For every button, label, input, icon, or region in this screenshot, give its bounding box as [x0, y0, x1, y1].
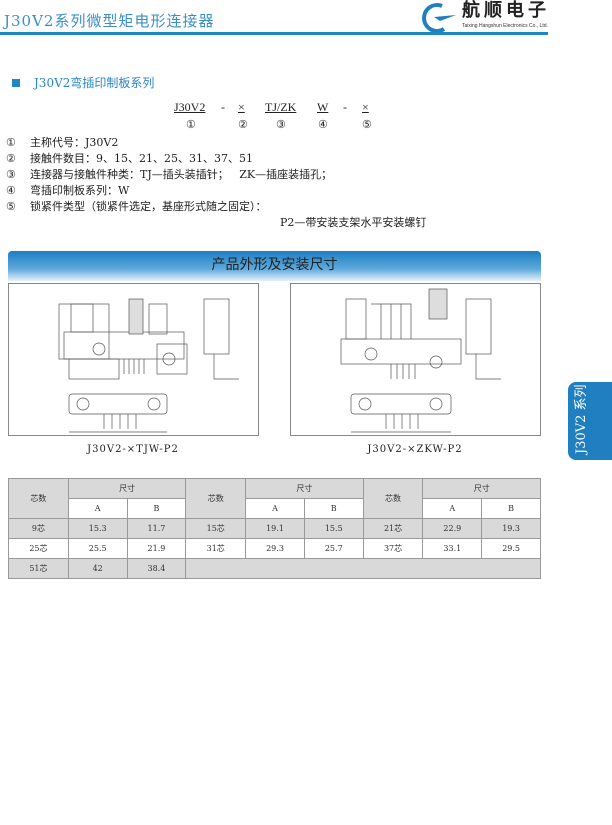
table-cell: 22.9: [422, 518, 483, 539]
header-cores: 芯数: [185, 478, 247, 519]
series-side-tab: J30V2 系列: [568, 382, 612, 460]
table-cell: 25.7: [303, 538, 364, 559]
connector-drawing-icon: [340, 288, 501, 433]
code-part: ×: [238, 100, 245, 114]
company-name: 航顺电子: [462, 0, 550, 21]
table-cell: 37芯: [362, 538, 424, 559]
table-cell: 15.3: [67, 518, 128, 539]
table-cell: 9芯: [8, 518, 69, 539]
table-cell: 15.5: [303, 518, 364, 539]
header-b: B: [481, 498, 541, 519]
code-part: TJ/ZK: [265, 100, 297, 114]
header-cores: 芯数: [8, 478, 69, 519]
header-a: A: [67, 498, 128, 519]
table-cell: 51芯: [8, 558, 69, 579]
code-part: -: [343, 100, 347, 114]
drawing-zkw: [290, 283, 541, 436]
table-cell: 19.3: [481, 518, 541, 539]
header-a: A: [245, 498, 305, 519]
header-size: 尺寸: [422, 478, 541, 499]
header-b: B: [303, 498, 364, 519]
empty-cell: [185, 558, 541, 579]
table-cell: 33.1: [422, 538, 483, 559]
page-title: J30V2系列微型矩电形连接器: [4, 12, 215, 30]
drawing-caption: J30V2-×ZKW-P2: [367, 444, 463, 455]
table-cell: 21.9: [126, 538, 187, 559]
code-marker: ⑤: [362, 118, 372, 131]
table-cell: 11.7: [126, 518, 187, 539]
table-cell: 25.5: [67, 538, 128, 559]
table-cell: 25芯: [8, 538, 69, 559]
code-part: -: [221, 100, 225, 114]
legend-extra: P2—带安装支架水平安装螺钉: [280, 216, 427, 229]
drawing-caption: J30V2-×TJW-P2: [87, 444, 179, 455]
connector-drawing-icon: [58, 298, 239, 433]
header-size: 尺寸: [67, 478, 187, 499]
company-logo-icon: [422, 3, 456, 32]
company-subtitle: Taixing Hangshun Electronics Co., Ltd.: [462, 23, 548, 29]
header-size: 尺寸: [245, 478, 364, 499]
header-cores: 芯数: [362, 478, 424, 519]
table-cell: 42: [67, 558, 128, 579]
code-part: J30V2: [174, 100, 206, 114]
side-tab-label: J30V2 系列: [574, 384, 589, 454]
code-marker: ①: [186, 118, 196, 131]
code-marker: ②: [238, 118, 248, 131]
square-bullet-icon: [12, 79, 20, 87]
table-cell: 29.3: [245, 538, 305, 559]
header-divider: [0, 32, 548, 35]
table-cell: 21芯: [362, 518, 424, 539]
drawing-tjw: [8, 283, 259, 436]
header-a: A: [422, 498, 483, 519]
code-part: W: [317, 100, 329, 114]
code-part: ×: [362, 100, 369, 114]
table-cell: 31芯: [185, 538, 247, 559]
section-heading: J30V2弯插印制板系列: [12, 76, 154, 91]
code-marker: ③: [276, 118, 286, 131]
section-title: J30V2弯插印制板系列: [34, 76, 155, 90]
table-cell: 15芯: [185, 518, 247, 539]
table-cell: 19.1: [245, 518, 305, 539]
dimensions-banner: 产品外形及安装尺寸: [8, 251, 541, 281]
table-cell: 38.4: [126, 558, 187, 579]
table-cell: 29.5: [481, 538, 541, 559]
code-marker: ④: [318, 118, 328, 131]
header-b: B: [126, 498, 187, 519]
